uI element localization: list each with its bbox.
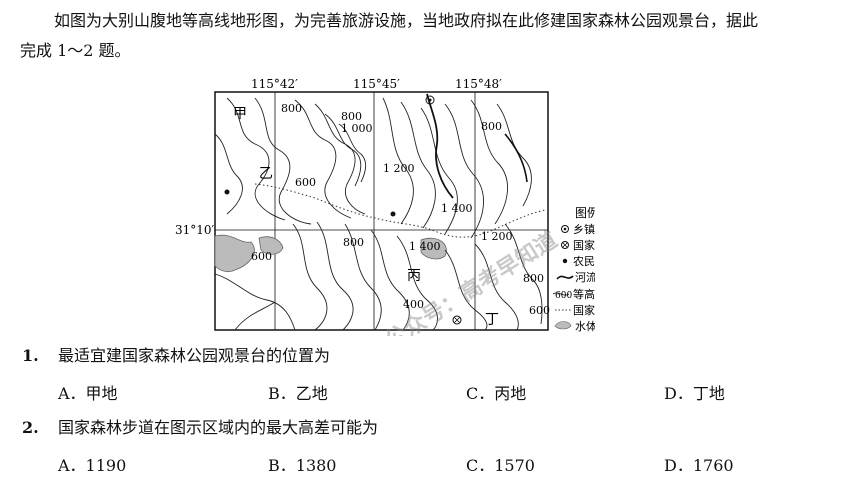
contour-value: 1 200	[383, 162, 415, 175]
legend-town: 乡镇	[573, 222, 595, 236]
water-body	[420, 237, 447, 260]
contour-value: 800	[523, 272, 544, 285]
legend-new-village: 农民新村（拟建）	[573, 254, 595, 268]
new-village-icon	[562, 258, 568, 264]
contour-value: 1 400	[441, 202, 473, 215]
map-legend: 图例 乡镇 国家森林公园 农民新村（拟建） 河流 600 等高线 /m 国家森林…	[552, 204, 595, 336]
question-2: 2. 国家森林步道在图示区域内的最大高差可能为	[22, 414, 378, 438]
legend-title: 图例	[575, 206, 595, 220]
river	[504, 133, 528, 183]
longitude-label: 115°42′	[251, 77, 298, 91]
question-number: 1.	[22, 346, 39, 365]
place-label-ding: 丁	[485, 312, 499, 328]
forest-park-symbol	[452, 315, 462, 325]
legend-contour-sample: 600	[555, 291, 572, 301]
contour-value: 600	[295, 176, 316, 189]
option-c[interactable]: C．丙地	[466, 384, 527, 403]
contour-value: 800	[343, 236, 364, 249]
contour-value: 800	[481, 120, 502, 133]
place-label-bing: 丙	[407, 268, 421, 284]
option-b[interactable]: B．乙地	[268, 384, 328, 403]
question-1: 1. 最适宜建国家森林公园观景台的位置为	[22, 342, 330, 366]
option-c[interactable]: C．1570	[466, 456, 535, 475]
contour-value: 400	[403, 298, 424, 311]
topographic-map: 115°42′ 115°45′ 115°48′ 31°10′ 甲 乙 丙 丁 8…	[175, 77, 595, 336]
legend-forest-park: 国家森林公园	[573, 238, 595, 252]
longitude-label: 115°45′	[353, 77, 400, 91]
water-body	[214, 234, 255, 273]
map-frame	[214, 91, 549, 331]
contour-lines	[214, 97, 543, 331]
contour-values: 800 800 600 800 1 200 1 400 1 400 1 200 …	[251, 102, 550, 317]
contour-value: 1 000	[341, 122, 373, 135]
contour-value: 600	[529, 304, 550, 317]
town-icon	[561, 225, 569, 233]
contour-value: 1 400	[409, 240, 441, 253]
new-village-dot	[224, 189, 230, 195]
question-text: 国家森林步道在图示区域内的最大高差可能为	[58, 418, 379, 437]
option-a[interactable]: A．甲地	[58, 384, 118, 403]
river	[426, 93, 454, 199]
contour-value: 800	[341, 110, 362, 123]
town-symbol	[425, 95, 435, 105]
river-icon	[556, 275, 574, 280]
new-village-dot	[390, 211, 396, 217]
legend-river: 河流	[575, 270, 595, 284]
contour-value: 800	[281, 102, 302, 115]
contour-icon	[552, 292, 570, 296]
contour-value: 600	[251, 250, 272, 263]
legend-contour: 等高线 /m	[573, 287, 595, 301]
question-intro: 如图为大别山腹地等高线地形图，为完善旅游设施，当地政府拟在此修建国家森林公园观景…	[20, 6, 840, 66]
option-d[interactable]: D．丁地	[664, 384, 725, 403]
place-label-jia: 甲	[233, 106, 247, 122]
water-icon	[554, 321, 572, 330]
option-b[interactable]: B．1380	[268, 456, 337, 475]
option-a[interactable]: A．1190	[58, 456, 127, 475]
contour-value: 1 200	[481, 230, 513, 243]
question-text: 最适宜建国家森林公园观景台的位置为	[58, 346, 331, 365]
latitude-label: 31°10′	[175, 223, 215, 237]
place-label-yi: 乙	[259, 166, 273, 182]
forest-park-icon	[561, 241, 569, 249]
legend-trail: 国家森林步道	[573, 303, 595, 317]
longitude-label: 115°48′	[455, 77, 502, 91]
intro-line-2: 完成 1～2 题。	[20, 41, 131, 60]
legend-water: 水体	[575, 319, 595, 333]
intro-line-1: 如图为大别山腹地等高线地形图，为完善旅游设施，当地政府拟在此修建国家森林公园观景…	[54, 11, 759, 30]
question-number: 2.	[22, 418, 39, 437]
water-body	[258, 236, 284, 255]
option-d[interactable]: D．1760	[664, 456, 734, 475]
